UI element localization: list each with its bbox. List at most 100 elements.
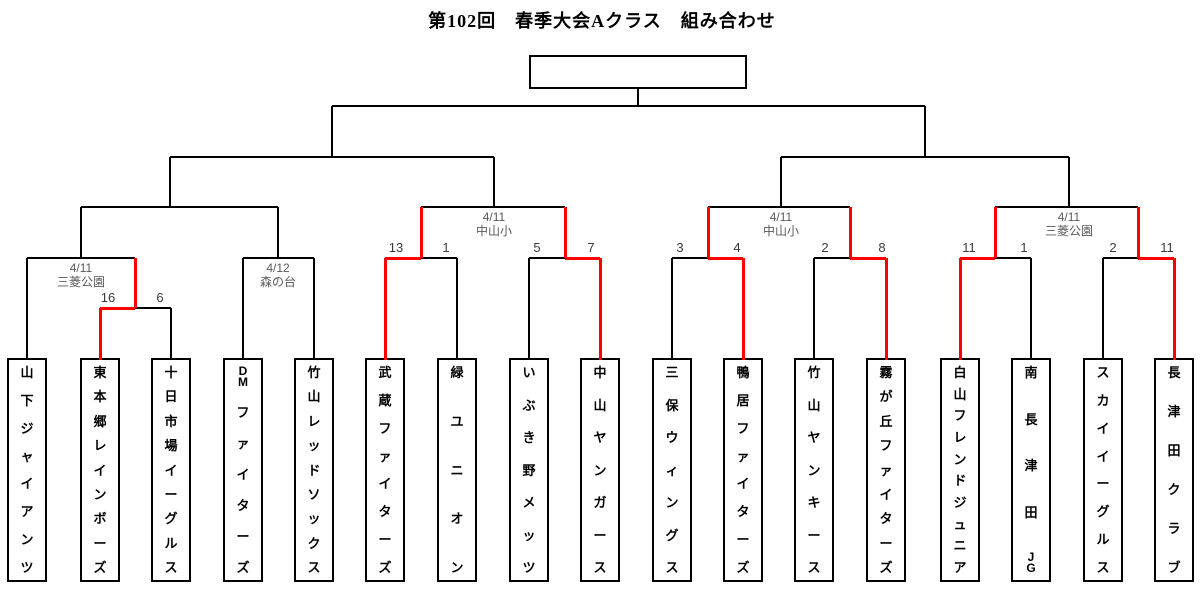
team-name-char: イ [236,466,250,482]
match-score: 8 [878,240,886,255]
team-name-char: 南 [1024,365,1038,380]
match-score: 3 [676,240,684,255]
team-name-char: 山 [20,365,34,380]
team-name-char: 蔵 [378,392,392,408]
team-name-char: 三 [665,365,679,380]
winner-path-line [849,207,852,258]
bracket-line [421,257,457,259]
team-name-char: タ [378,504,392,520]
team-name-char: ン [807,462,821,478]
team-name-char: ン [665,495,679,510]
team-name-char: イ [1096,420,1110,436]
match-score: 2 [821,240,829,255]
team-name-char: 鴨 [736,365,750,380]
team-name-char: イ [736,476,750,492]
team-box: 十日市場イーグルス [151,358,191,582]
winner-path-line [1138,257,1174,260]
bracket-line [313,258,315,360]
winner-path-line [850,257,886,260]
bracket-line [814,257,850,259]
team-name-char: ジ [953,494,967,510]
team-name-char: ッ [522,527,536,543]
match-venue: 三菱公園 [56,275,106,289]
team-name-char: ス [164,560,178,575]
bracket-line [813,258,815,360]
team-name-char: 下 [20,392,34,408]
bracket-line [637,89,639,106]
team-name-char: オ [450,511,464,527]
bracket-line [995,257,1031,259]
match-score: 13 [388,240,404,255]
team-name-char: 居 [736,392,750,408]
team-name-char: フ [736,420,750,436]
team-name-char: ー [378,532,392,548]
team-name-char: 田 [1024,504,1038,520]
team-name-char: ニ [450,462,464,478]
team-name-char: 田 [1167,443,1181,458]
team-name-char: 武 [378,365,392,380]
team-name-char: ス [307,560,321,575]
winner-path-line [994,207,997,258]
team-name-char: ズ [879,560,893,575]
winner-path-line [420,207,423,258]
winner-path-line [960,257,995,260]
bracket-line [529,257,565,259]
team-name-char: ン [953,451,967,467]
team-name-char: イ [879,486,893,502]
match-date: 4/11 [482,210,506,224]
team-name-char: タ [736,504,750,520]
team-name-char: イ [164,462,178,478]
team-name-char: 中 [593,365,607,380]
winner-path-line [384,258,387,360]
team-name-char: 山 [307,389,321,405]
bracket-line [493,157,495,207]
bracket-line [80,207,82,258]
team-name-char: メ [522,495,536,510]
page-title: 第102回 春季大会Aクラス 組み合わせ [428,11,776,31]
team-name-char: ニ [953,538,967,554]
team-name-char: ン [593,462,607,478]
team-box: 竹山ヤンキース [794,358,834,582]
team-name-char: 野 [522,462,536,478]
match-date: 4/11 [1057,210,1081,224]
team-name-char: 長 [1167,365,1181,380]
match-score: 1 [1020,240,1028,255]
team-name-char: 本 [93,389,107,405]
match-venue: 中山小 [475,224,513,238]
winner-path-line [599,258,602,360]
team-box: 竹山レッドソックス [294,358,334,582]
bracket-line [170,156,494,158]
team-name-char: ヤ [593,430,607,445]
team-name-char: ツ [522,560,536,575]
bracket-line [924,106,926,157]
team-name-char: ガ [593,495,607,510]
team-name-char: ラ [1167,521,1181,536]
bracket-line [528,258,530,360]
team-name-char: ぶ [522,397,536,413]
bracket-line [421,206,565,208]
team-box: 白山フレンドジュニア [940,358,980,582]
team-name-char: 竹 [807,365,821,380]
team-name-char: タ [236,497,250,513]
team-name-char: ス [1096,365,1110,380]
team-name-char: 保 [665,397,679,413]
match-venue: 森の台 [259,275,297,289]
team-name-char: ァ [236,435,250,451]
team-box: 三保ウィングス [652,358,692,582]
team-name-char: ュ [953,516,967,532]
winner-path-line [742,258,745,360]
team-name-char: 郷 [93,413,107,429]
team-name-char: キ [807,495,821,510]
team-name-char: ス [807,560,821,575]
team-name-char: 津 [1167,404,1181,419]
team-name-char: カ [1096,392,1110,408]
winner-path-line [385,257,421,260]
team-box: 緑ユニオン [437,358,477,582]
match-score: 4 [733,240,741,255]
team-name-char: ジ [20,420,34,436]
winner-path-line [99,308,102,360]
match-score: 11 [962,240,976,255]
team-name-char: イ [93,462,107,478]
